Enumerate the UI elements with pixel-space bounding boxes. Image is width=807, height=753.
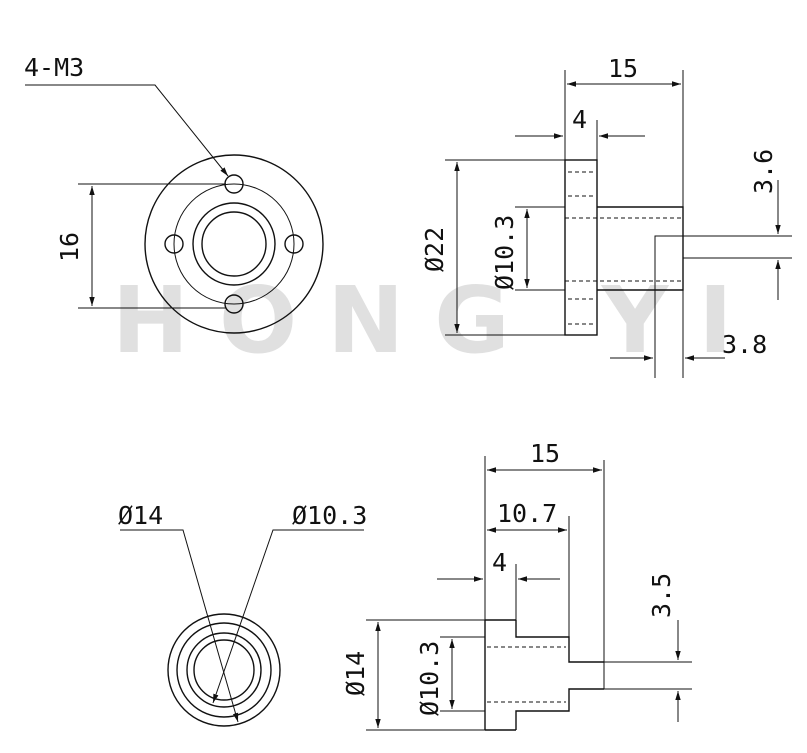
sleeve-step-label: 3.5 [647,573,676,618]
sleeve-length-label: 15 [530,439,560,468]
bolt-circle [173,183,295,305]
flange-step-label: 3.6 [749,149,778,194]
sleeve-collar-label: 4 [492,548,507,577]
flange-outer-circle [144,154,324,334]
sleeve-bore-inner-circle [193,639,255,701]
sleeve-body-bottom [515,688,604,730]
flange-length-label: 15 [608,54,638,83]
sleeve-side-view: 15 10.7 4 Ø14 Ø10.3 3.5 [341,439,692,731]
mount-hole-bottom [224,294,244,314]
sleeve-outer-circle [167,613,281,727]
mount-hole-right [284,234,304,254]
watermark-text: HONG YI [112,267,763,374]
sleeve-inner-length-label: 10.7 [497,499,557,528]
sleeve-outer-inner-circle [176,622,272,718]
sleeve-body-top [515,620,604,663]
flange-outline [564,159,598,336]
thread-callout-leader [25,84,229,177]
bore-inner-circle [201,211,267,277]
mount-hole-left [164,234,184,254]
sleeve-bore-circle [186,632,262,708]
thread-callout-label: 4-M3 [24,53,84,82]
nut-body-outline [597,206,684,291]
flange-thickness-label: 4 [572,105,587,134]
flange-diameter-label: Ø22 [420,227,449,272]
hole-spacing-label: 16 [55,232,84,262]
sleeve-side-bore-label: Ø10.3 [415,641,444,716]
flange-side-view: 15 4 Ø22 Ø10.3 3.6 3.8 [420,54,792,378]
sleeve-front-view: Ø14 Ø10.3 [118,501,367,727]
sleeve-side-outer-label: Ø14 [341,651,370,696]
sleeve-bore-diameter-label: Ø10.3 [292,501,367,530]
flange-front-view: 4-M3 16 [24,53,324,334]
bore-outer-circle [192,202,276,286]
flange-offset-label: 3.8 [722,330,767,359]
flange-bore-label: Ø10.3 [490,215,519,290]
sleeve-outer-diameter-label: Ø14 [118,501,163,530]
